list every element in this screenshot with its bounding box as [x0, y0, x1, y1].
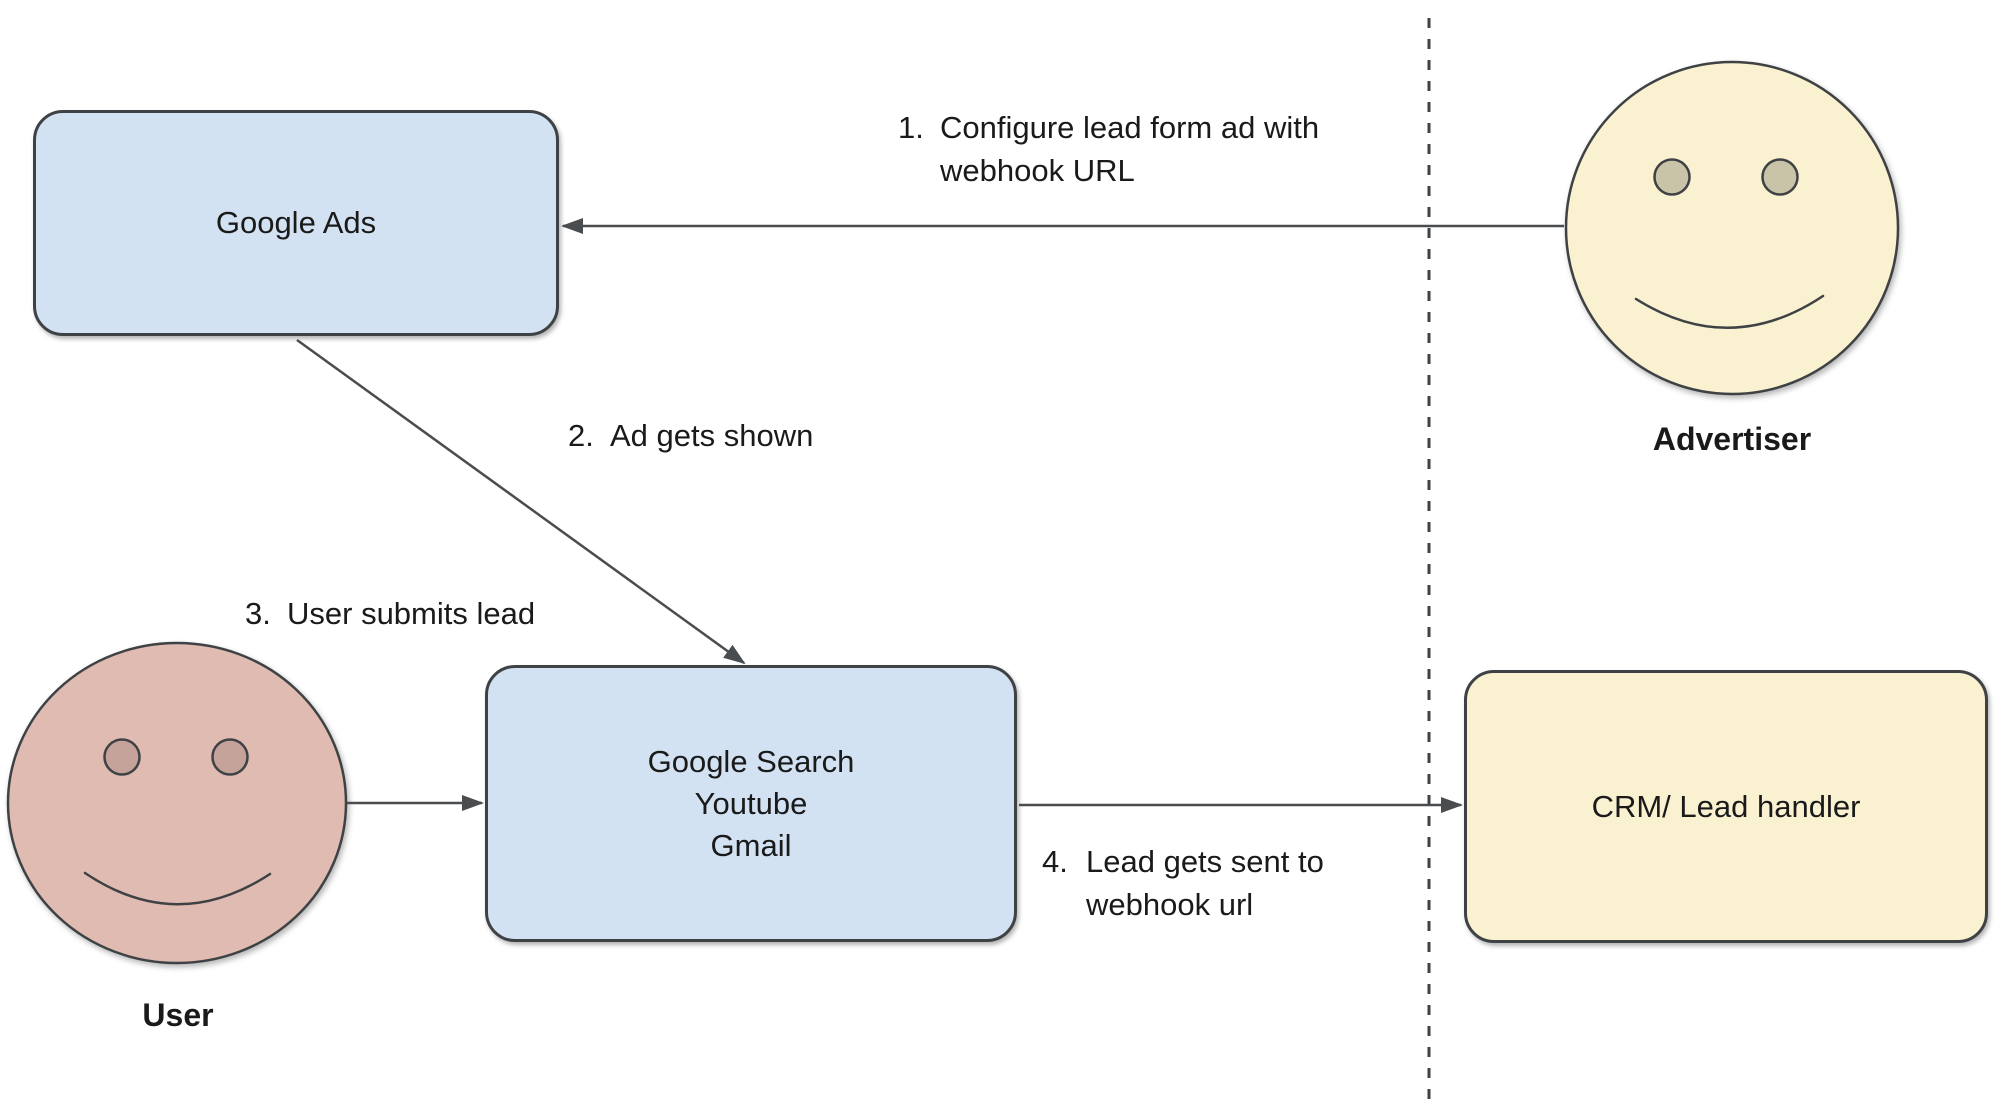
- user-left-eye: [103, 738, 141, 776]
- step-4-text: Lead gets sent to webhook url: [1086, 844, 1324, 922]
- step-3-number: 3.: [245, 596, 271, 631]
- step-2-number: 2.: [568, 418, 594, 453]
- google-properties-line-2: Youtube: [694, 785, 808, 821]
- step-4-annotation: 4. Lead gets sent to webhook url: [1042, 840, 1324, 926]
- crm-box: CRM/ Lead handler: [1464, 670, 1988, 943]
- google-properties-line-3: Gmail: [710, 827, 792, 863]
- user-label: User: [142, 997, 214, 1033]
- step-1-number: 1.: [898, 110, 924, 145]
- user-right-eye: [211, 738, 249, 776]
- arrow-google-ads-to-properties: [296, 338, 746, 665]
- step-1-annotation: 1. Configure lead form ad with webhook U…: [898, 106, 1319, 192]
- user-head: [6, 641, 348, 965]
- google-ads-box-label: Google Ads: [215, 205, 377, 240]
- advertiser-face: [1564, 60, 1900, 396]
- advertiser-label: Advertiser: [1652, 421, 1812, 457]
- google-ads-box: Google Ads: [33, 110, 559, 336]
- advertiser-smile: [1634, 294, 1825, 329]
- user-face: [6, 641, 348, 965]
- user-smile: [83, 871, 272, 906]
- step-2-annotation: 2. Ad gets shown: [568, 414, 813, 457]
- google-properties-line-1: Google Search: [647, 743, 855, 779]
- step-2-text: Ad gets shown: [610, 418, 814, 453]
- advertiser-right-eye: [1761, 158, 1799, 196]
- crm-box-label: CRM/ Lead handler: [1591, 788, 1861, 824]
- advertiser-left-eye: [1653, 158, 1691, 196]
- google-properties-box: Google Search Youtube Gmail: [485, 665, 1017, 942]
- step-3-text: User submits lead: [287, 596, 536, 631]
- advertiser-head: [1564, 60, 1900, 396]
- step-4-number: 4.: [1042, 844, 1068, 879]
- step-3-annotation: 3. User submits lead: [245, 592, 535, 635]
- step-1-text: Configure lead form ad with webhook URL: [940, 110, 1320, 188]
